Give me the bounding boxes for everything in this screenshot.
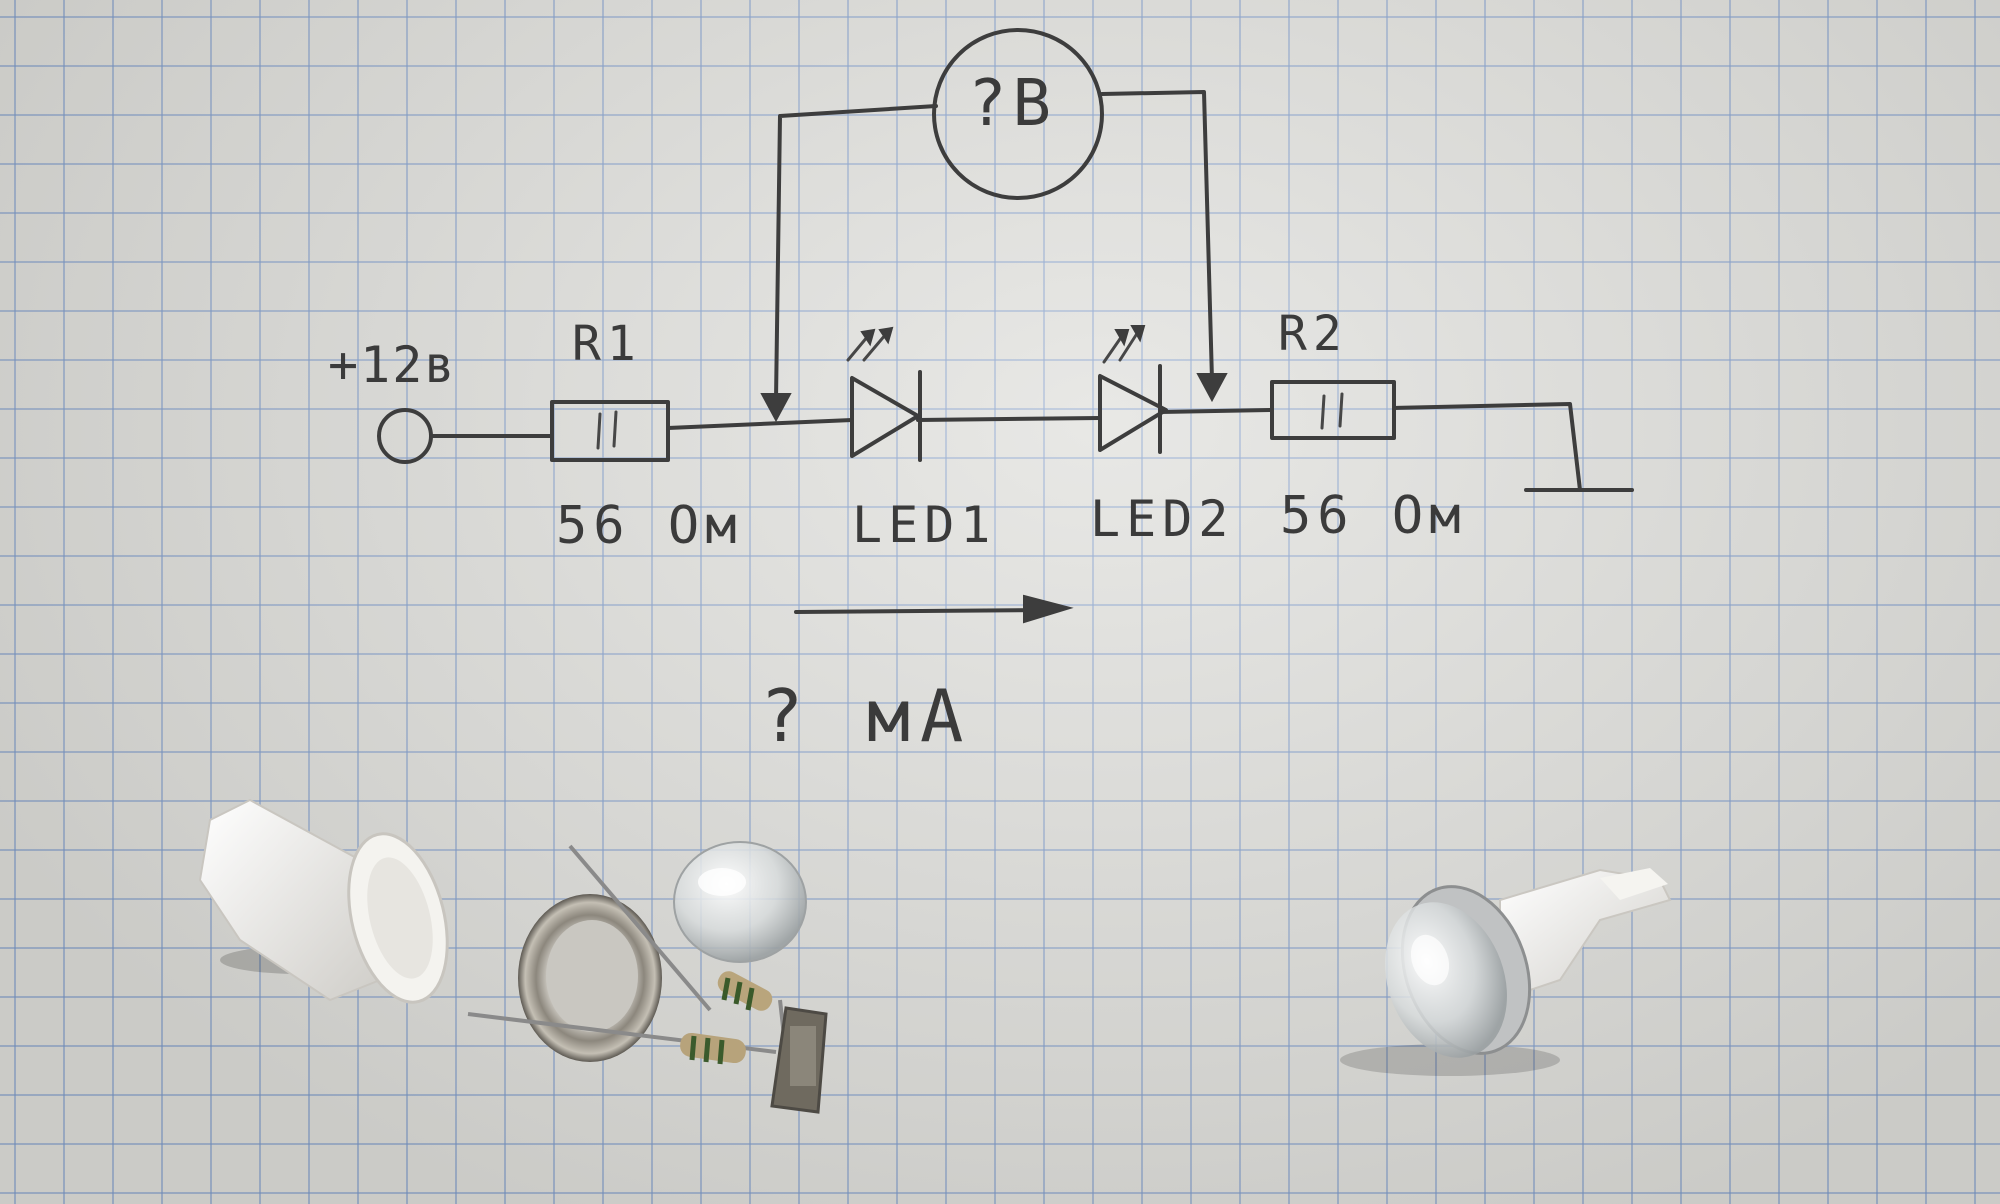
led2-label: LED2 xyxy=(1090,490,1235,548)
current-label: ? мА xyxy=(760,674,974,758)
wire-led1-led2 xyxy=(916,416,1102,422)
voltmeter-circle-icon xyxy=(932,28,1104,200)
current-arrow-icon xyxy=(794,608,1052,614)
voltmeter-lead-right xyxy=(1100,90,1214,382)
led2-emission-arrows-icon xyxy=(1102,330,1140,364)
r1-value-label: 56 Ом xyxy=(556,496,743,556)
r2-label: R2 xyxy=(1278,306,1348,362)
led-chip-board xyxy=(770,1006,828,1114)
resistor-r1-marks xyxy=(596,410,618,450)
t10-bulb-right xyxy=(1340,868,1672,1076)
led2-diode-icon xyxy=(1098,374,1168,452)
led1-label: LED1 xyxy=(852,496,997,554)
led1-diode-icon xyxy=(850,376,920,458)
metal-reflector-ring xyxy=(518,894,662,1062)
resistor-component-2 xyxy=(680,1032,746,1065)
wire-led2-r2 xyxy=(1158,408,1272,414)
led1-emission-arrows-icon xyxy=(846,332,888,362)
voltmeter-probe-right-icon xyxy=(1196,373,1228,403)
acrylic-lens xyxy=(673,841,807,963)
wire-r2-ground xyxy=(1392,402,1582,492)
r2-value-label: 56 Ом xyxy=(1280,486,1467,546)
resistor-r1-icon xyxy=(550,400,670,462)
wire-r1-led1 xyxy=(666,418,854,430)
resistor-component-1 xyxy=(717,971,773,1011)
voltmeter-probe-left-icon xyxy=(760,393,792,423)
resistor-r2-marks xyxy=(1320,392,1344,430)
voltmeter-label: ?В xyxy=(968,67,1058,141)
r1-label: R1 xyxy=(572,316,642,372)
supply-voltage-label: +12в xyxy=(328,336,457,394)
t10-bulb-base-left xyxy=(198,798,449,1004)
voltmeter-lead-left xyxy=(774,104,938,402)
